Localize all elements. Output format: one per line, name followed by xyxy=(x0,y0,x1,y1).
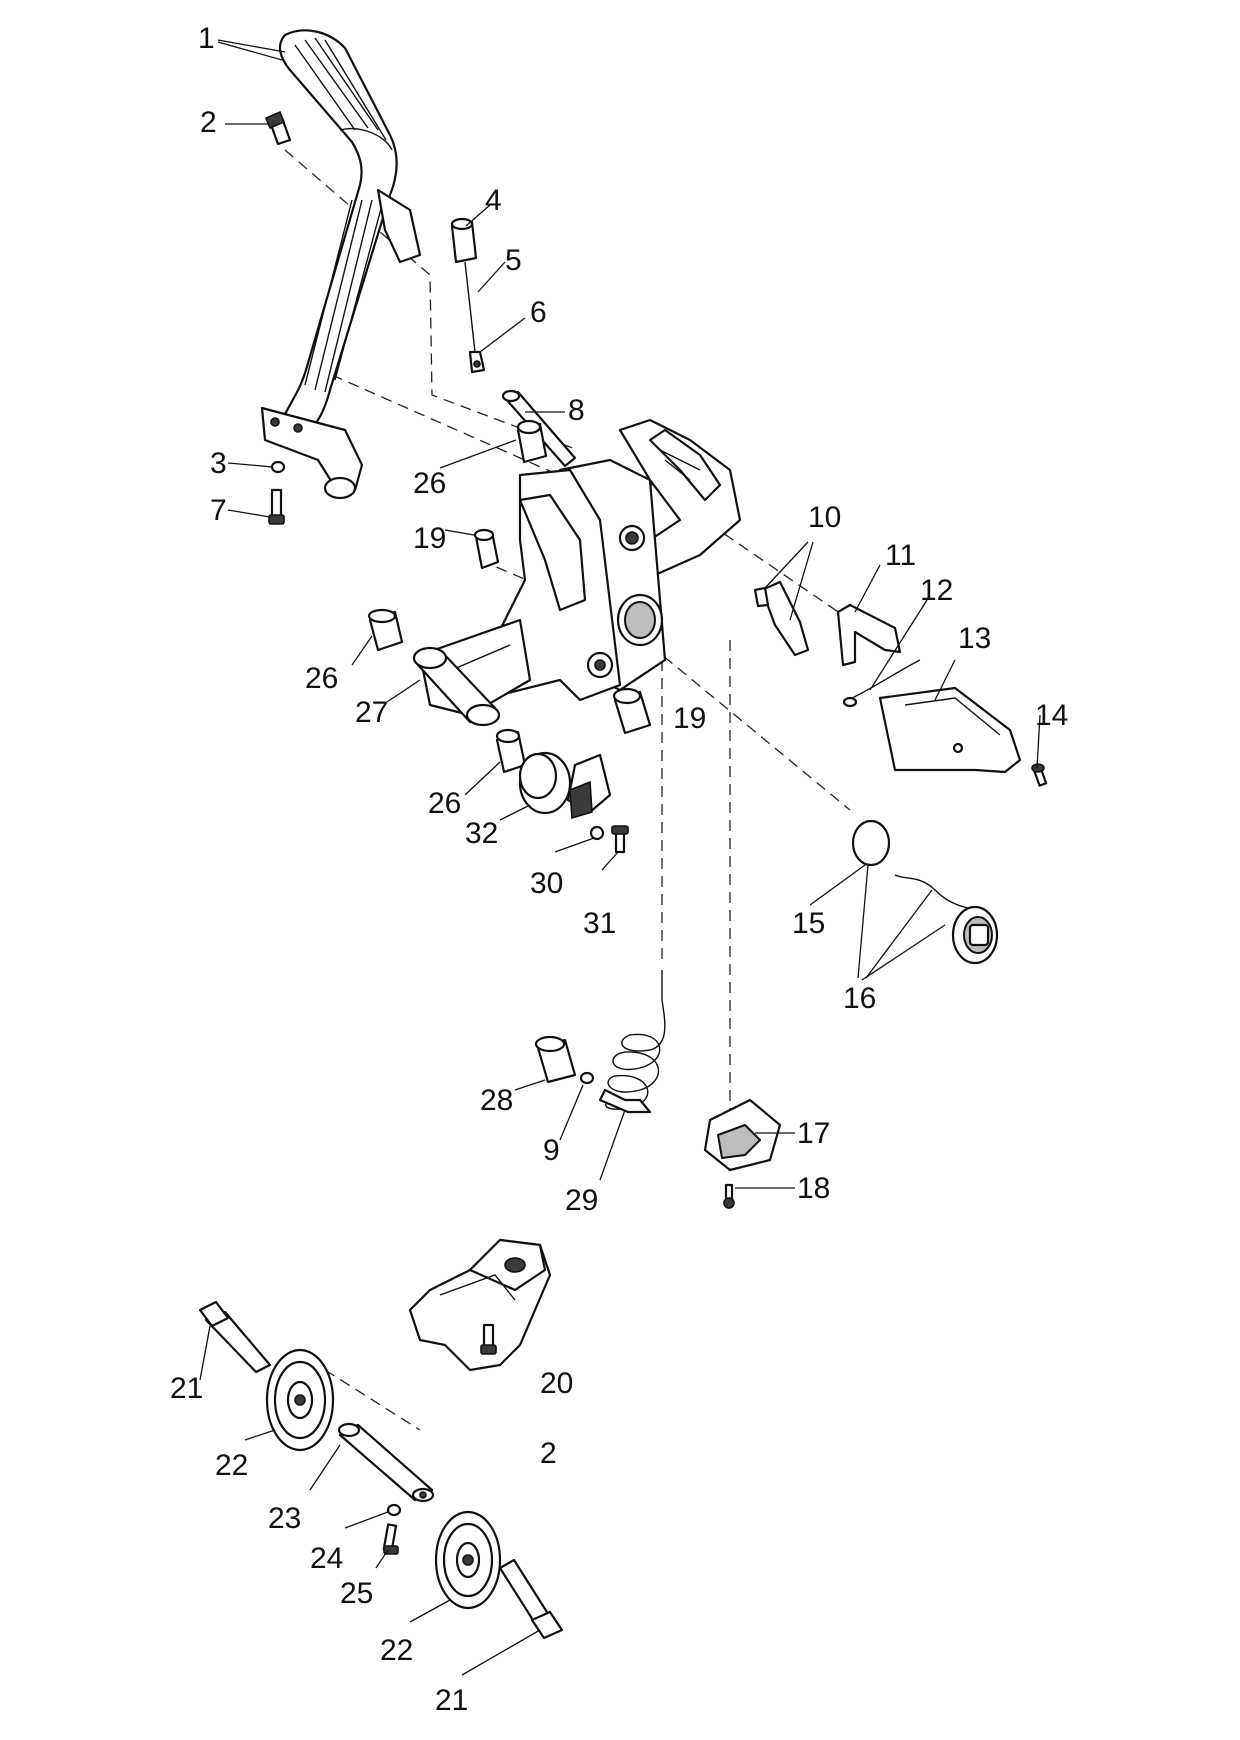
bolt-21-lower xyxy=(498,1558,564,1640)
callout-4: 4 xyxy=(485,184,502,217)
callout-19-right: 19 xyxy=(673,702,706,735)
callout-21-lower: 21 xyxy=(435,1684,468,1717)
callout-3: 3 xyxy=(210,447,227,480)
callout-21-upper: 21 xyxy=(170,1372,203,1405)
washer-30 xyxy=(589,825,605,841)
callout-6: 6 xyxy=(530,296,547,329)
callout-17: 17 xyxy=(797,1117,830,1150)
callout-24: 24 xyxy=(310,1542,343,1575)
callout-10: 10 xyxy=(808,501,841,534)
callout-7: 7 xyxy=(210,494,227,527)
cover-13 xyxy=(878,686,1022,774)
callout-5: 5 xyxy=(505,244,522,277)
bushing-26-top xyxy=(516,419,548,464)
bushing-19-left xyxy=(473,528,500,570)
callout-32: 32 xyxy=(465,817,498,850)
o-ring-15 xyxy=(851,819,891,867)
bushing-26-left xyxy=(367,608,404,652)
wheel-22-upper xyxy=(265,1348,335,1452)
spring-29 xyxy=(598,970,666,1114)
callout-31: 31 xyxy=(583,907,616,940)
cap-32 xyxy=(518,751,572,815)
callout-26-lower: 26 xyxy=(428,787,461,820)
screw-25 xyxy=(382,1523,399,1555)
callout-9: 9 xyxy=(543,1134,560,1167)
callout-15: 15 xyxy=(792,907,825,940)
foot-17 xyxy=(703,1098,782,1172)
callout-26-left: 26 xyxy=(305,662,338,695)
callout-13: 13 xyxy=(958,622,991,655)
fuel-cap-16 xyxy=(894,874,999,965)
bushing-28 xyxy=(534,1035,577,1084)
bolt-2 xyxy=(264,110,292,146)
callout-28: 28 xyxy=(480,1084,513,1117)
callout-26-top: 26 xyxy=(413,467,446,500)
bracket-block xyxy=(566,753,612,820)
callout-27: 27 xyxy=(355,696,388,729)
callout-30: 30 xyxy=(530,867,563,900)
trigger-parts xyxy=(753,580,921,708)
callout-1: 1 xyxy=(198,22,215,55)
nut-9 xyxy=(579,1071,595,1085)
wheel-22-lower xyxy=(434,1510,502,1610)
bushing-19-right xyxy=(612,687,652,735)
callout-12: 12 xyxy=(920,574,953,607)
callout-16: 16 xyxy=(843,982,876,1015)
callout-23: 23 xyxy=(268,1502,301,1535)
wheel-bracket-20 xyxy=(408,1238,552,1372)
callout-numbers: 1 2 4 5 6 8 3 7 26 19 10 11 12 13 14 26 … xyxy=(170,22,1068,1717)
leader-lines xyxy=(199,39,1041,1676)
callout-25: 25 xyxy=(340,1577,373,1610)
callout-19-left: 19 xyxy=(413,522,446,555)
nut-3 xyxy=(270,460,286,474)
callout-22-upper: 22 xyxy=(215,1449,248,1482)
callout-29: 29 xyxy=(565,1184,598,1217)
callout-2-lower: 2 xyxy=(540,1437,557,1470)
callout-2: 2 xyxy=(200,106,217,139)
screw-31 xyxy=(611,825,629,854)
callout-14: 14 xyxy=(1035,699,1068,732)
cap-rod-assembly xyxy=(450,217,486,374)
screw-18 xyxy=(723,1183,735,1209)
callout-11: 11 xyxy=(885,539,916,572)
bolt-2-lower xyxy=(480,1323,497,1355)
bolt-7 xyxy=(268,488,285,525)
bolt-21-upper xyxy=(198,1300,272,1374)
handle-bar xyxy=(260,29,422,500)
screw-14 xyxy=(1031,763,1048,787)
pivot-tube-27 xyxy=(412,646,501,727)
nut-24 xyxy=(386,1503,402,1517)
bushing-26-lower xyxy=(495,728,527,774)
callout-18: 18 xyxy=(797,1172,830,1205)
callout-22-lower: 22 xyxy=(380,1634,413,1667)
main-frame xyxy=(418,418,742,717)
callout-8: 8 xyxy=(568,394,585,427)
axle-23 xyxy=(337,1422,435,1503)
callout-20: 20 xyxy=(540,1367,573,1400)
